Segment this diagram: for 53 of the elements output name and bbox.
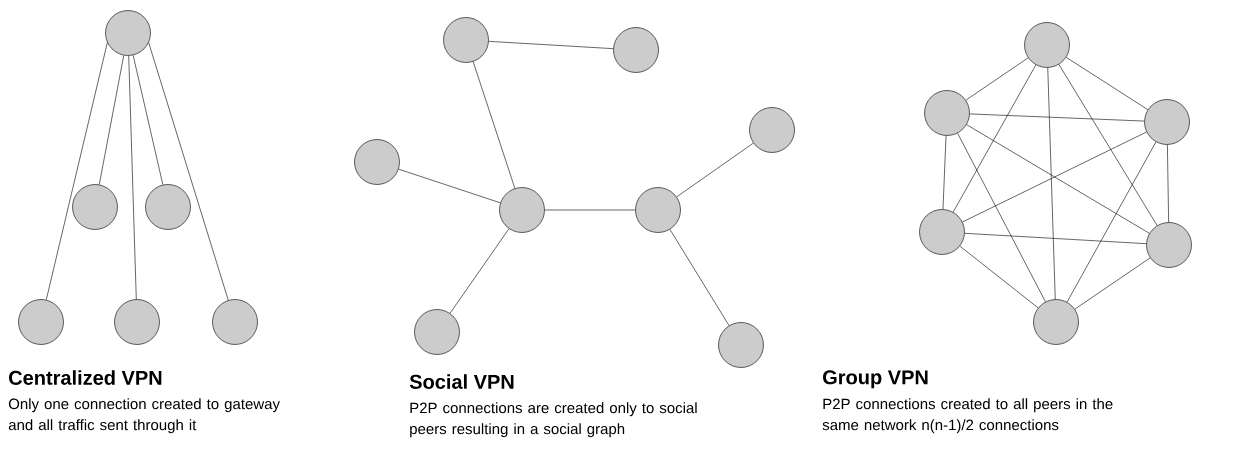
description-text: P2P connections created to all peers in the same network n(n-1)/2 connections	[822, 398, 1113, 434]
peer-circle	[354, 139, 400, 185]
peer-circle	[1144, 99, 1190, 145]
connection-line	[966, 124, 1150, 234]
connection-line	[488, 41, 614, 49]
connection-line	[1074, 257, 1151, 310]
peer-circle	[18, 299, 64, 345]
description-text: Only one connection created to gateway and all traffic sent through it	[8, 398, 280, 434]
peer-circle	[499, 187, 545, 233]
connection-line	[959, 245, 1039, 309]
connection-line	[969, 113, 1145, 122]
section-heading: Centralized VPN	[9, 370, 162, 385]
peer-circle	[749, 107, 795, 153]
connection-line	[942, 135, 947, 210]
connection-line	[1167, 144, 1169, 223]
peer-circle	[114, 299, 160, 345]
peer-circle	[919, 209, 965, 255]
connection-line	[676, 142, 754, 198]
peer-circle	[443, 17, 489, 63]
peer-circle	[1033, 299, 1079, 345]
connection-line	[449, 228, 510, 314]
peer-circle	[145, 184, 191, 230]
peer-circle	[414, 309, 460, 355]
connection-line	[132, 54, 164, 186]
peer-circle	[613, 27, 659, 73]
peer-circle	[212, 299, 258, 345]
connection-line	[98, 55, 125, 185]
connection-line	[1047, 67, 1056, 300]
connection-line	[45, 42, 108, 301]
connection-line	[472, 61, 516, 189]
connection-line	[398, 168, 501, 204]
connection-line	[962, 131, 1147, 223]
peer-circle	[1024, 22, 1070, 68]
description-text: P2P connections are created only to social peers resulting in a social graph	[410, 402, 697, 438]
peer-circle	[105, 10, 151, 56]
connection-line	[148, 42, 229, 301]
peer-circle	[718, 322, 764, 368]
section-heading: Social VPN	[409, 374, 514, 389]
peer-circle	[72, 184, 118, 230]
connection-line	[1065, 57, 1149, 110]
peer-circle	[635, 187, 681, 233]
peer-circle	[1146, 222, 1192, 268]
peer-circle	[924, 90, 970, 136]
section-heading: Group VPN	[823, 370, 928, 389]
connection-line	[952, 64, 1037, 213]
connection-line	[1058, 64, 1158, 226]
connection-line	[957, 132, 1046, 303]
connection-line	[965, 57, 1029, 101]
connection-line	[669, 229, 730, 326]
connection-line	[964, 233, 1147, 244]
connection-line	[1066, 141, 1157, 303]
connection-line	[128, 55, 137, 300]
connection-line	[544, 209, 636, 211]
